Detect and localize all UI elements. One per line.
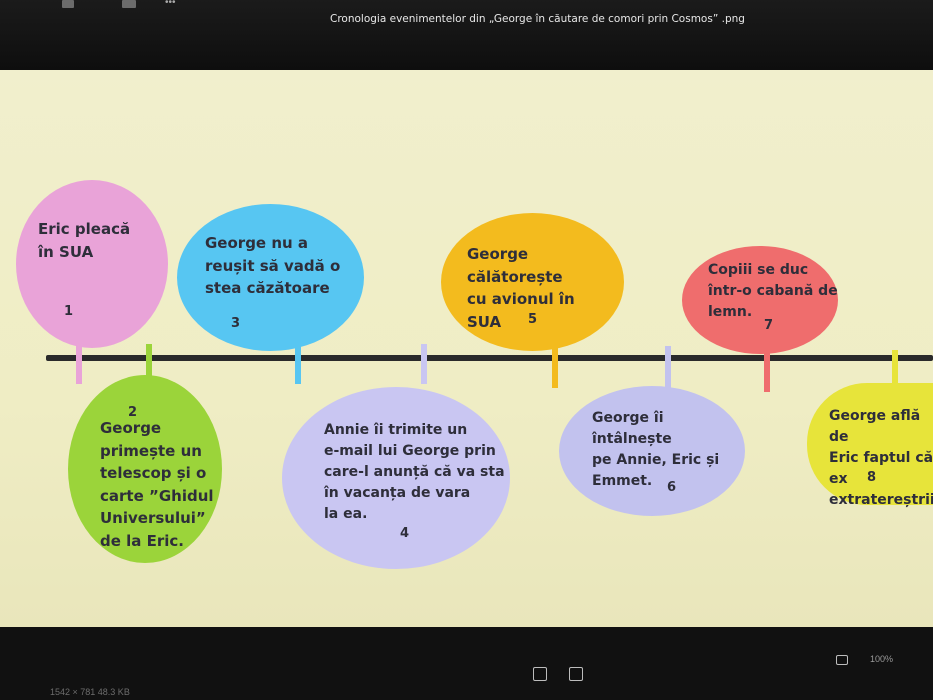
- event-text-2: George primește un telescop și o carte ”…: [100, 419, 214, 550]
- tick-6: [665, 346, 671, 388]
- timeline-axis: [46, 355, 933, 361]
- event-bubble-4: Annie îi trimite un e-mail lui George pr…: [282, 387, 510, 569]
- tick-2: [146, 344, 152, 380]
- event-number-5: 5: [528, 312, 538, 327]
- tick-7: [764, 350, 770, 392]
- event-text-8: George află de Eric faptul că ex extrate…: [829, 408, 933, 508]
- event-text-1: Eric pleacă în SUA: [38, 220, 131, 261]
- event-bubble-6: George îi întâlnește pe Annie, Eric și E…: [559, 386, 745, 516]
- event-number-2: 2: [128, 405, 138, 420]
- event-number-3: 3: [231, 316, 241, 331]
- title-bar: ••• Cronologia evenimentelor din „George…: [0, 0, 933, 70]
- event-text-7: Copiii se duc într-o cabană de lemn.: [708, 262, 838, 320]
- event-text-5: George călătorește cu avionul în SUA: [467, 245, 575, 331]
- event-bubble-2: 2 George primește un telescop și o carte…: [68, 375, 222, 563]
- event-bubble-8: George află de Eric faptul că ex extrate…: [807, 383, 933, 508]
- window-title: Cronologia evenimentelor din „George în …: [330, 13, 745, 25]
- event-text-3: George nu a reușit să vadă o stea căzăto…: [205, 234, 341, 297]
- event-bubble-7: Copiii se duc într-o cabană de lemn. 7: [682, 246, 838, 354]
- event-number-7: 7: [764, 318, 774, 333]
- event-text-4: Annie îi trimite un e-mail lui George pr…: [324, 422, 505, 522]
- toolbar-icon-left[interactable]: [62, 0, 74, 8]
- tick-3: [295, 342, 301, 384]
- event-number-1: 1: [64, 304, 74, 319]
- toolbar-icon-middle[interactable]: [122, 0, 136, 8]
- event-number-6: 6: [667, 480, 677, 495]
- tick-8: [892, 350, 898, 384]
- file-info: 1542 × 781 48.3 KB: [50, 687, 130, 697]
- tick-1: [76, 340, 82, 384]
- timeline-slide: Eric pleacă în SUA 1 George nu a reușit …: [0, 70, 933, 627]
- slideshow-icon[interactable]: [836, 655, 848, 665]
- tick-4: [421, 344, 427, 384]
- event-text-6: George îi întâlnește pe Annie, Eric și E…: [592, 410, 720, 489]
- zoom-level[interactable]: 100%: [870, 654, 894, 664]
- event-bubble-1: Eric pleacă în SUA 1: [16, 180, 168, 348]
- fit-to-window-icon[interactable]: [533, 667, 547, 681]
- actual-size-icon[interactable]: [569, 667, 583, 681]
- tick-5: [552, 348, 558, 388]
- viewer-toolbar: 100% 1542 × 781 48.3 KB: [0, 627, 933, 700]
- event-bubble-3: George nu a reușit să vadă o stea căzăto…: [177, 204, 364, 351]
- more-options-icon[interactable]: •••: [165, 0, 176, 8]
- event-number-4: 4: [400, 526, 410, 541]
- event-bubble-5: George călătorește cu avionul în SUA 5: [441, 213, 624, 351]
- event-number-8: 8: [867, 470, 877, 485]
